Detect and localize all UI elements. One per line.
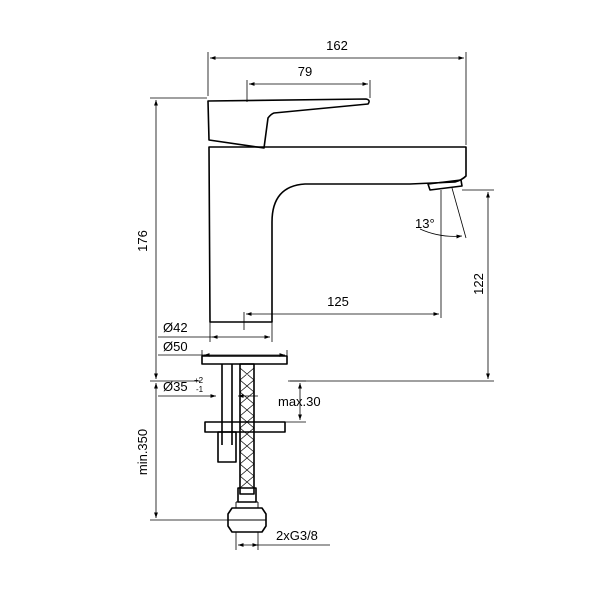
label-connection: 2xG3/8 [276,528,318,543]
connection-nut [227,507,267,533]
faucet-body [201,98,467,533]
base-plate [201,355,288,365]
label-lever-length: 79 [298,64,312,79]
label-spout-height: 122 [471,273,486,295]
hose-braid [239,367,255,489]
aerator [427,179,463,191]
dim-angle: 13° [415,187,467,318]
label-spout-reach: 125 [327,294,349,309]
spout [208,146,467,323]
dim-spout-reach: 125 [243,294,439,330]
dim-overall-width: 162 [207,38,467,145]
label-hole-tol-minus: -1 [196,385,204,394]
label-base-diameter: Ø50 [163,339,188,354]
braided-hose [239,363,255,495]
label-hose-length: min.350 [135,429,150,475]
rod-nut [217,431,237,463]
lever-handle [207,98,370,149]
label-hole-diameter: Ø35 [163,379,188,394]
dim-max-thickness: max.30 [278,380,321,423]
dim-base-diameter: Ø50 [158,339,288,364]
dim-hole-diameter: Ø35 +2 -1 [158,376,258,398]
dim-base-inner: Ø42 [158,320,273,342]
label-base-inner: Ø42 [163,320,188,335]
label-overall-height: 176 [135,230,150,252]
label-overall-width: 162 [326,38,348,53]
dim-hose-length: min.350 [135,383,228,521]
label-angle: 13° [415,216,435,231]
dim-spout-height: 122 [290,189,494,382]
dim-connection: 2xG3/8 [235,528,330,550]
dim-overall-height: 176 [135,97,207,382]
dim-lever-length: 79 [246,64,371,102]
label-hole-tol-plus: +2 [194,376,204,385]
label-max-thickness: max.30 [278,394,321,409]
